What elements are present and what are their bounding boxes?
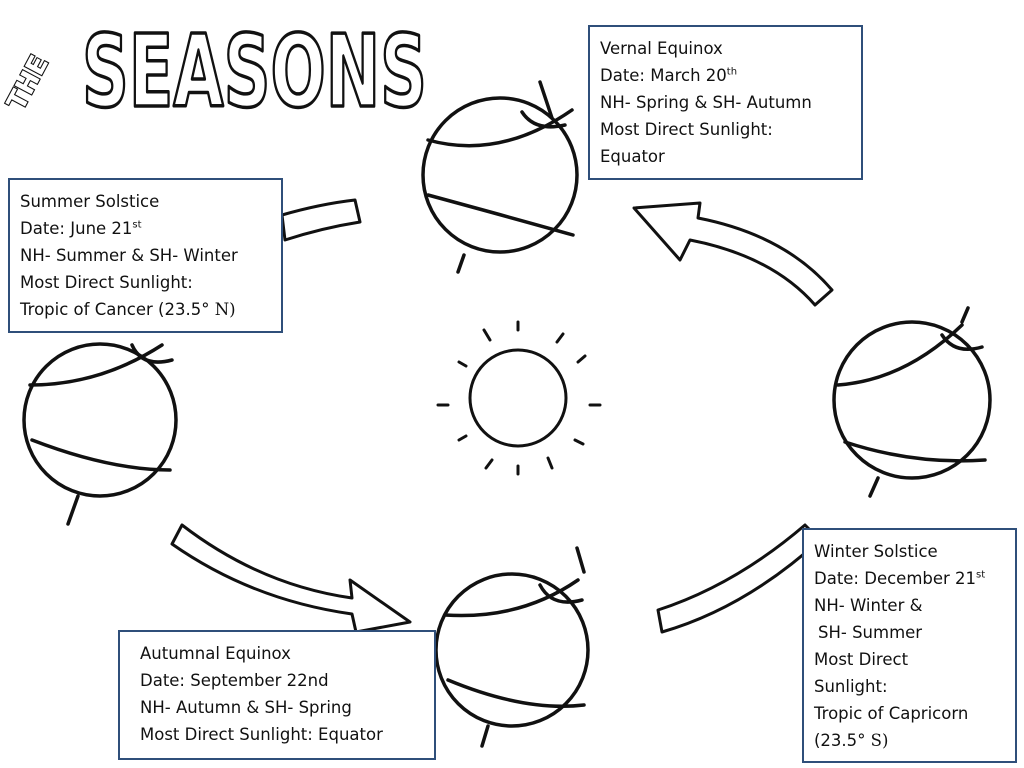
vernal-sunlight-label: Most Direct Sunlight:: [600, 120, 773, 139]
orbit-arrow-icon: [656, 523, 822, 634]
summer-date: Date: June 21st: [20, 215, 271, 242]
winter-direction: S): [865, 731, 889, 750]
autumn-heading: Autumnal Equinox: [140, 644, 291, 663]
winter-hemi-2: SH- Summer: [818, 623, 923, 642]
summer-hemispheres: NH- Summer & SH- Winter: [20, 246, 238, 265]
summer-degree: °: [201, 300, 210, 319]
winter-heading: Winter Solstice: [814, 542, 938, 561]
autumn-sunlight: Most Direct Sunlight: Equator: [140, 725, 383, 744]
summer-solstice-box: Summer Solstice Date: June 21st NH- Summ…: [8, 178, 283, 333]
summer-heading: Summer Solstice: [20, 192, 160, 211]
orbit-arrow-icon: [632, 201, 834, 307]
autumnal-equinox-box: Autumnal Equinox Date: September 22nd NH…: [118, 630, 436, 760]
vernal-equinox-box: Vernal Equinox Date: March 20th NH- Spri…: [588, 25, 863, 180]
orbit-arrow-icon: [280, 198, 362, 242]
autumn-hemispheres: NH- Autumn & SH- Spring: [140, 698, 352, 717]
winter-value: (23.5° S): [814, 727, 1005, 754]
winter-value-open: (23.5: [814, 731, 858, 750]
summer-direction: N): [209, 300, 236, 319]
winter-sunlight-1: Most Direct: [814, 650, 909, 669]
summer-sunlight-value: Tropic of Cancer (23.5° N): [20, 296, 271, 323]
winter-sunlight-3: Tropic of Capricorn: [814, 704, 969, 723]
summer-date-label: Date: June 21: [20, 219, 133, 238]
title-main: SEASONS: [82, 13, 427, 130]
vernal-date-sup: th: [726, 66, 738, 78]
earth-icon: [832, 306, 992, 498]
vernal-hemispheres: NH- Spring & SH- Autumn: [600, 93, 812, 112]
vernal-date-label: Date: March 20: [600, 66, 727, 85]
winter-hemi-1: NH- Winter &: [814, 596, 923, 615]
winter-solstice-box: Winter Solstice Date: December 21st NH- …: [802, 528, 1017, 763]
earth-icon: [421, 80, 579, 274]
sun-icon: [436, 320, 602, 476]
winter-date-sup: st: [976, 569, 986, 581]
autumn-date: Date: September 22nd: [140, 671, 329, 690]
summer-sunlight-label: Most Direct Sunlight:: [20, 273, 193, 292]
title-prefix: THE: [2, 51, 55, 116]
summer-sunlight-text: Tropic of Cancer (23.5: [20, 300, 202, 319]
vernal-sunlight-value: Equator: [600, 147, 665, 166]
title-group: THE SEASONS: [1, 11, 429, 132]
winter-sunlight-2: Sunlight:: [814, 677, 888, 696]
vernal-heading: Vernal Equinox: [600, 39, 723, 58]
winter-date-label: Date: December 21: [814, 569, 977, 588]
earth-icon: [434, 546, 590, 748]
vernal-date: Date: March 20th: [600, 62, 851, 89]
winter-degree: °: [857, 731, 866, 750]
winter-date: Date: December 21st: [814, 565, 1005, 592]
earth-icon: [22, 342, 178, 526]
orbit-arrow-icon: [170, 523, 412, 634]
summer-date-sup: st: [132, 219, 142, 231]
